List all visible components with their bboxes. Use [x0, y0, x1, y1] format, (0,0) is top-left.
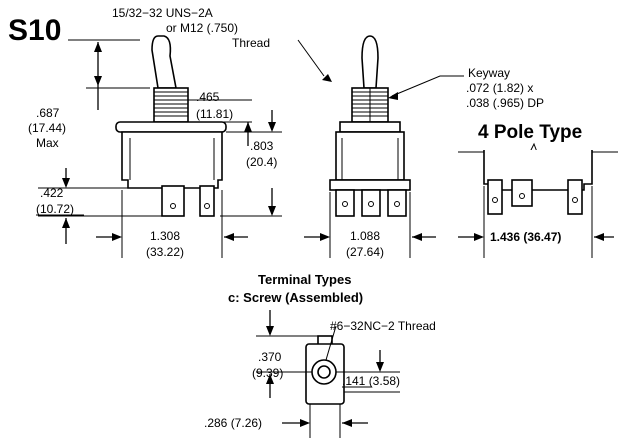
screw-terminal-view	[256, 310, 400, 438]
screw-center	[317, 365, 331, 379]
dim-1436: 1.436 (36.47)	[490, 230, 561, 244]
front-terminal-3	[387, 189, 407, 217]
front-frame-flange	[339, 121, 401, 133]
front-housing	[335, 131, 405, 181]
side-bushing	[153, 87, 189, 123]
dim-422-in: .422	[40, 186, 64, 200]
terminal-types-heading: Terminal Types	[258, 272, 351, 287]
thread-spec-line-2: or M12 (.750)	[166, 21, 238, 35]
keyway-depth: .038 (.965) DP	[466, 96, 544, 110]
front-terminal-1	[335, 189, 355, 217]
dim-286: .286 (7.26)	[204, 416, 262, 430]
front-view	[304, 35, 464, 258]
dim-370-mm: (9.39)	[252, 366, 283, 380]
side-view	[38, 35, 332, 258]
dim-687-max: Max	[36, 136, 59, 150]
dim-1308-in: 1.308	[150, 229, 180, 243]
four-pole-housing	[483, 150, 593, 191]
four-pole-heading: 4 Pole Type	[478, 122, 582, 143]
dim-370-in: .370	[258, 350, 282, 364]
thread-spec-line-1: 15/32−32 UNS−2A	[112, 6, 213, 20]
dim-687-mm: (17.44)	[28, 121, 66, 135]
side-bushing-threads	[154, 91, 188, 117]
dim-465-mm: (11.81)	[196, 107, 233, 121]
four-pole-view	[458, 142, 618, 258]
front-base	[329, 179, 411, 191]
keyway-width: .072 (1.82) x	[466, 81, 533, 95]
front-bushing-threads	[352, 91, 388, 117]
dim-1088-in: 1.088	[350, 229, 380, 243]
dim-1088-mm: (27.64)	[346, 245, 384, 259]
dim-141: .141 (3.58)	[342, 374, 400, 388]
thread-spec-line-3: Thread	[232, 36, 270, 50]
side-terminal-1	[161, 185, 185, 217]
dim-803-in: .803	[250, 139, 274, 153]
keyway-label: Keyway	[468, 66, 510, 80]
screw-thread-spec: #6−32NC−2 Thread	[330, 319, 436, 333]
front-toggle-lever	[361, 35, 379, 89]
side-terminal-2	[199, 185, 215, 217]
dim-687-in: .687	[36, 106, 60, 120]
dim-1308-mm: (33.22)	[146, 245, 184, 259]
side-frame-flange	[115, 121, 227, 133]
side-housing	[121, 131, 223, 189]
dim-803-mm: (20.4)	[246, 155, 277, 169]
dim-465-in: .465	[196, 90, 220, 104]
screw-assembled-heading: c: Screw (Assembled)	[228, 290, 363, 305]
front-terminal-2	[361, 189, 381, 217]
model-title: S10	[8, 14, 61, 47]
side-toggle-lever	[151, 35, 177, 89]
dim-422-mm: (10.72)	[36, 202, 74, 216]
